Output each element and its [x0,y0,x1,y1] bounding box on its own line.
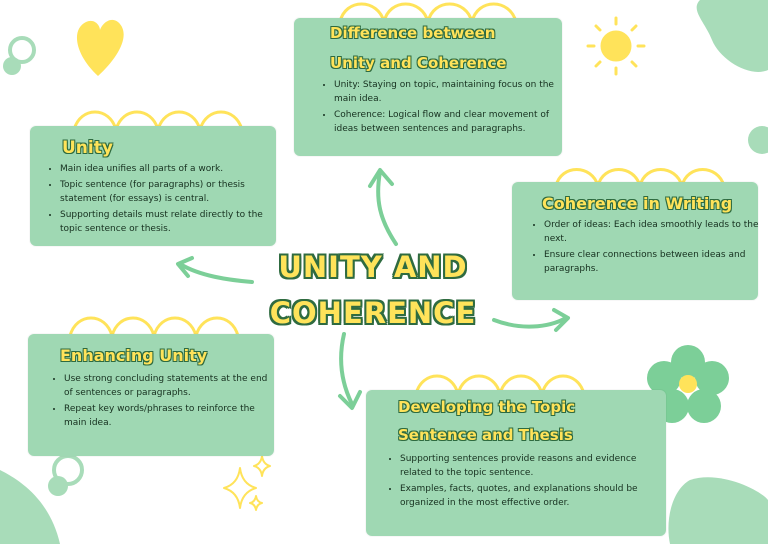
card-developing: Developing the Topic Sentence and Thesis… [366,390,666,536]
list-item: Ensure clear connections between ideas a… [544,248,760,276]
card-developing-list: Supporting sentences provide reasons and… [386,452,666,512]
list-item: Examples, facts, quotes, and explanation… [400,482,666,510]
binder-loops [68,2,726,395]
card-enhancing-list: Use strong concluding statements at the … [50,372,278,432]
corner-blob-top-right [696,0,768,72]
arrow-to-unity [178,262,254,284]
card-coherence-writing-title: Coherence in Writing [542,194,733,213]
card-enhancing-title: Enhancing Unity [60,346,208,365]
connector-arrows [176,168,570,410]
list-item: Coherence: Logical flow and clear moveme… [334,108,560,136]
sparkle-icon [223,455,271,511]
list-item: Use strong concluding statements at the … [64,372,278,400]
card-coherence-writing: Coherence in Writing Order of ideas: Eac… [512,182,760,300]
card-difference-title-line1: Difference between [330,24,496,42]
corner-blob-bottom-right [668,477,768,544]
card-developing-title-line2: Sentence and Thesis [398,426,573,444]
card-difference-list: Unity: Staying on topic, maintaining foc… [320,78,560,138]
list-item: Main idea unifies all parts of a work. [60,162,282,176]
corner-blob-bottom-left [0,470,60,544]
card-coherence-writing-list: Order of ideas: Each idea smoothly leads… [530,218,760,278]
main-title-line2: COHERENCE [269,296,477,330]
sun-icon [586,16,646,76]
list-item: Supporting details must relate directly … [60,208,282,236]
list-item: Repeat key words/phrases to reinforce th… [64,402,278,430]
list-item: Topic sentence (for paragraphs) or thesi… [60,178,282,206]
arrow-to-developing [339,332,354,406]
card-difference: Difference between Unity and Coherence U… [294,18,562,156]
heart-icon [76,19,124,76]
card-difference-title-line2: Unity and Coherence [330,54,507,72]
card-unity-list: Main idea unifies all parts of a work. T… [46,162,282,238]
ring-top-left [8,36,36,64]
main-title-line1: UNITY AND [278,250,468,284]
arrow-to-coherence-writing [492,316,568,329]
card-unity-title: Unity [62,138,113,158]
list-item: Supporting sentences provide reasons and… [400,452,666,480]
list-item: Unity: Staying on topic, maintaining foc… [334,78,560,106]
ring-bottom-left [52,454,84,486]
main-title: UNITY AND COHERENCE [258,244,488,336]
list-item: Order of ideas: Each idea smoothly leads… [544,218,760,246]
card-unity: Unity Main idea unifies all parts of a w… [30,126,276,246]
dot-top-left [3,57,21,75]
dot-bottom-left [48,476,68,496]
circle-right-edge [748,126,768,154]
card-developing-title-line1: Developing the Topic [398,398,576,416]
card-enhancing-unity: Enhancing Unity Use strong concluding st… [28,334,274,456]
arrow-to-difference [376,170,398,246]
